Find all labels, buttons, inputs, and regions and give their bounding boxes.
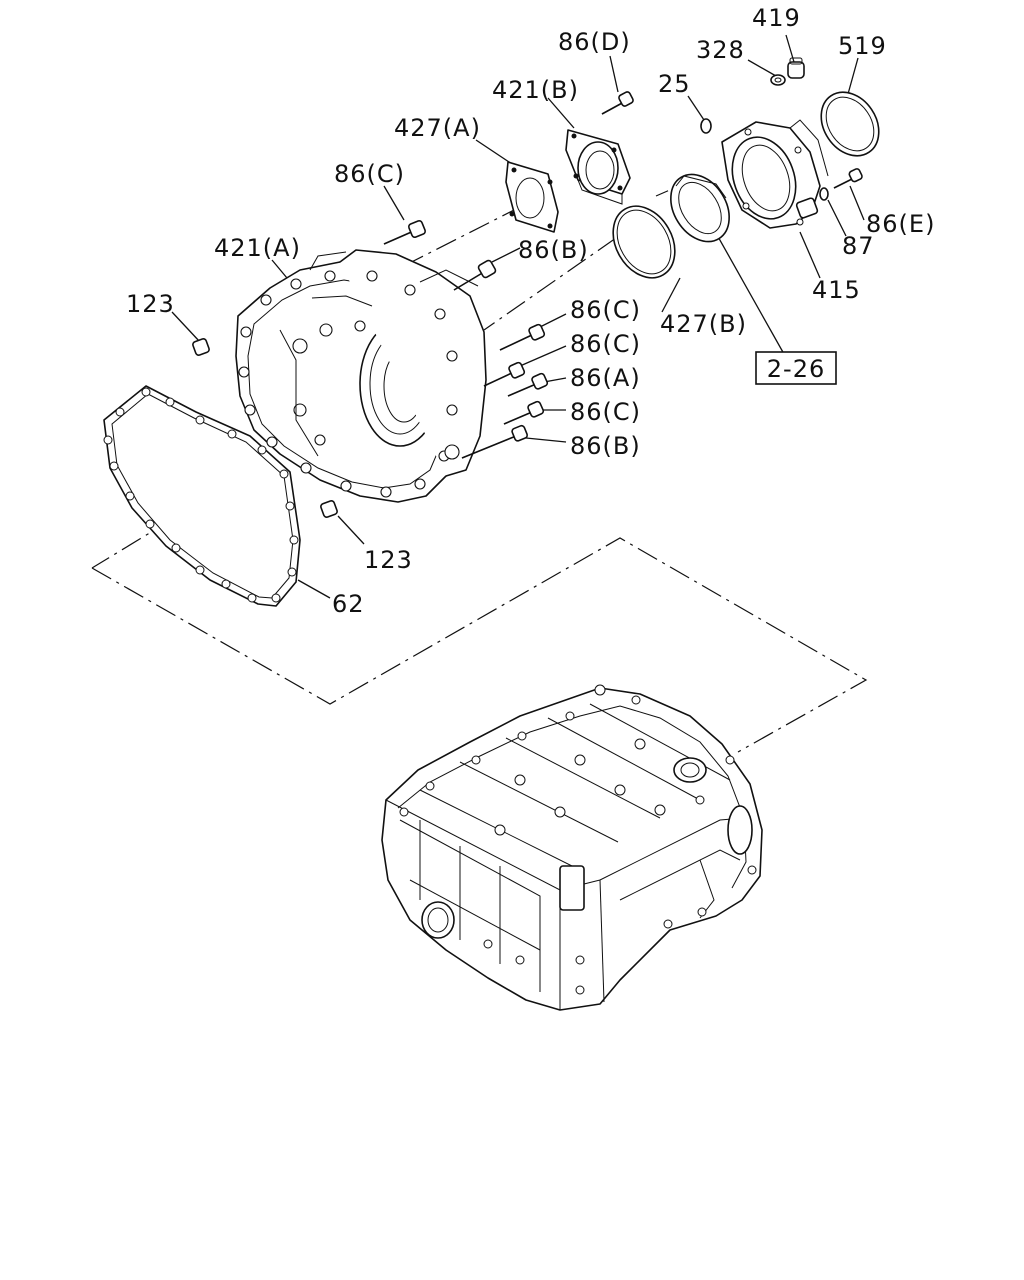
callout-87: 87: [842, 232, 875, 260]
callout-86c-3: 86(C): [570, 398, 641, 426]
washer-328: [770, 74, 786, 86]
dowel-pin-123-low: [320, 500, 338, 518]
callout-123-low: 123: [364, 546, 413, 574]
callout-86c-top: 86(C): [334, 160, 405, 188]
gasket-427a: [505, 161, 559, 233]
bolt-86a: [507, 372, 549, 397]
callout-labels: 419 328 519 86(D) 25 421(B) 427(A) 86(C)…: [126, 4, 935, 618]
bolt-86c-2: [483, 361, 526, 387]
bolt-86e: [833, 168, 863, 189]
bolt-86b-top: [453, 259, 497, 291]
callout-415: 415: [812, 276, 861, 304]
seal-519: [820, 91, 880, 157]
callout-86a: 86(A): [570, 364, 641, 392]
bolt-86c-3: [503, 400, 545, 425]
callout-86c-1: 86(C): [570, 296, 641, 324]
bolt-86c-1: [499, 323, 546, 351]
reference-box[interactable]: 2-26: [755, 351, 837, 385]
callout-419: 419: [752, 4, 801, 32]
callout-421a: 421(A): [214, 234, 301, 262]
callout-25: 25: [658, 70, 691, 98]
callout-427b: 427(B): [660, 310, 747, 338]
callout-62: 62: [332, 590, 365, 618]
bolt-86c-top: [383, 219, 427, 245]
plug-419: [787, 57, 805, 79]
o-ring-427b: [612, 205, 676, 279]
bolt-86d: [601, 91, 634, 115]
callout-86c-2: 86(C): [570, 330, 641, 358]
callout-427a: 427(A): [394, 114, 481, 142]
leader-lines: [171, 34, 865, 599]
callout-86d: 86(D): [558, 28, 631, 56]
seal-ring: [670, 173, 730, 243]
callout-519: 519: [838, 32, 887, 60]
callout-328: 328: [696, 36, 745, 64]
cover-421b: [565, 129, 631, 205]
callout-86b-top: 86(B): [518, 236, 589, 264]
clutch-housing-421a: [235, 249, 487, 503]
callout-86e: 86(E): [866, 210, 935, 238]
callout-123-top: 123: [126, 290, 175, 318]
callout-86b-low: 86(B): [570, 432, 641, 460]
bolt-86b-low: [461, 424, 529, 459]
callout-421b: 421(B): [492, 76, 579, 104]
washer-87: [819, 187, 829, 201]
reference-label: 2-26: [767, 355, 825, 383]
o-ring-25: [700, 118, 712, 134]
rear-housing-415: [721, 119, 829, 229]
gasket-62: [103, 385, 301, 607]
dowel-pin-123-top: [192, 338, 210, 356]
transmission-case: [381, 684, 763, 1011]
